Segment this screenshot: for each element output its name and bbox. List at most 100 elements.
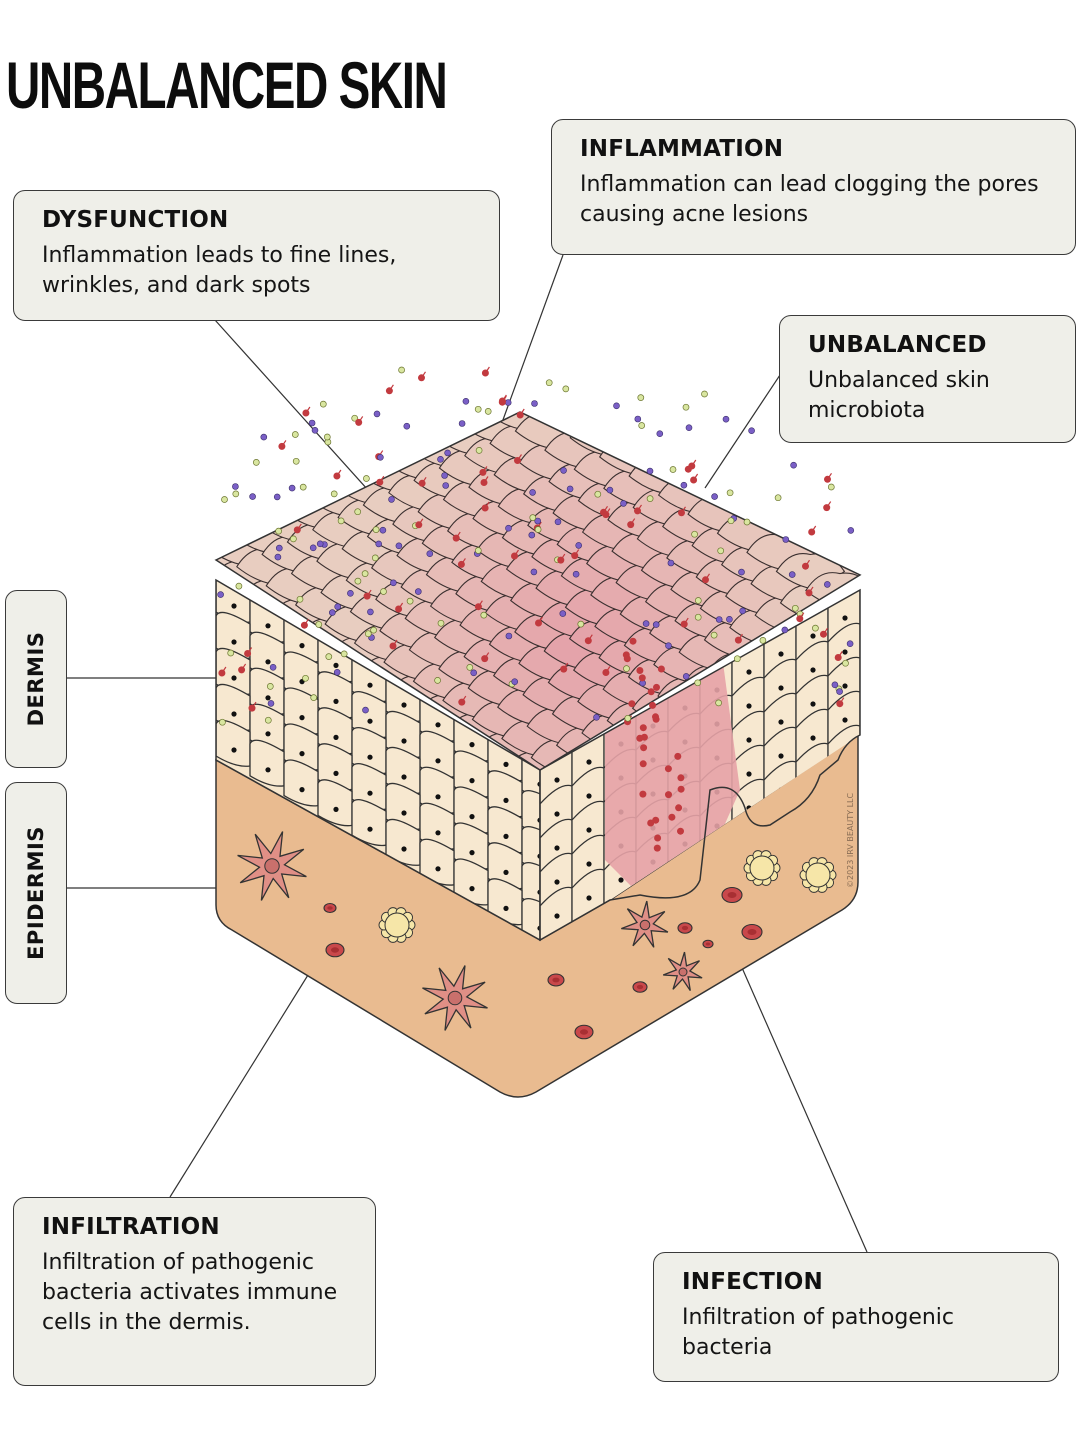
- cell-nucleus: [333, 699, 338, 704]
- cell-nucleus: [554, 845, 559, 850]
- callout-infiltration: INFILTRATION Infiltration of pathogenic …: [13, 1197, 376, 1386]
- purple-microbe: [668, 560, 674, 566]
- red-bacterium-body: [806, 589, 813, 596]
- cell-nucleus: [333, 663, 338, 668]
- red-bacterium-body: [482, 505, 489, 512]
- cell-nucleus: [265, 767, 270, 772]
- cell-nucleus: [231, 603, 236, 608]
- red-bacterium-body: [249, 705, 256, 712]
- purple-microbe: [666, 643, 672, 649]
- cell-nucleus: [231, 747, 236, 752]
- red-bacterium-body: [674, 753, 681, 760]
- purple-microbe: [389, 496, 395, 502]
- red-bacterium-body: [820, 631, 827, 638]
- callout-inflammation: INFLAMMATION Inflammation can lead clogg…: [551, 119, 1076, 255]
- red-bacterium-body: [649, 702, 656, 709]
- cell-nucleus: [746, 737, 751, 742]
- callout-text: Inflammation leads to fine lines, wrinkl…: [42, 241, 471, 301]
- callout-title: UNBALANCED: [808, 332, 1047, 358]
- yellow-microbe: [760, 637, 766, 643]
- red-bacterium-body: [639, 674, 646, 681]
- red-blood-cell-center: [327, 906, 332, 910]
- red-bacterium-body: [571, 552, 578, 559]
- red-bacterium-body: [654, 835, 661, 842]
- cell-nucleus: [503, 798, 508, 803]
- red-bacterium-body: [735, 637, 742, 644]
- cell-nucleus: [746, 703, 751, 708]
- purple-microbe: [275, 554, 281, 560]
- cell-nucleus: [503, 870, 508, 875]
- yellow-microbe: [267, 683, 273, 689]
- callout-title: INFECTION: [682, 1269, 1030, 1295]
- purple-microbe: [712, 494, 718, 500]
- cell-nucleus: [842, 717, 847, 722]
- cell-nucleus: [554, 777, 559, 782]
- purple-microbe: [459, 421, 465, 427]
- red-bacterium-body: [624, 655, 631, 662]
- yellow-microbe: [728, 518, 734, 524]
- red-bacterium-body: [458, 699, 465, 706]
- yellow-microbe: [355, 509, 361, 515]
- purple-microbe: [653, 622, 659, 628]
- purple-microbe: [614, 403, 620, 409]
- yellow-microbe: [373, 527, 379, 533]
- red-bacterium-body: [418, 374, 425, 381]
- yellow-microbe: [228, 650, 234, 656]
- yellow-microbe: [371, 627, 377, 633]
- red-bacterium-body: [640, 724, 647, 731]
- red-bacterium-body: [640, 760, 647, 767]
- red-bacterium-body: [628, 700, 635, 707]
- purple-microbe: [335, 604, 341, 610]
- red-bacterium-body: [514, 457, 521, 464]
- purple-microbe: [268, 700, 274, 706]
- red-bacterium-body: [390, 643, 397, 650]
- red-bacterium-body: [535, 620, 542, 627]
- yellow-microbe: [253, 459, 259, 465]
- yellow-microbe: [718, 548, 724, 554]
- layer-label-text: DERMIS: [24, 632, 48, 727]
- purple-microbe: [740, 608, 746, 614]
- yellow-microbe: [647, 496, 653, 502]
- purple-microbe: [621, 500, 627, 506]
- red-bacterium-body: [511, 553, 518, 560]
- callout-text: Unbalanced skin microbiota: [808, 366, 1047, 426]
- yellow-microbe: [625, 715, 631, 721]
- purple-microbe: [363, 707, 369, 713]
- purple-microbe: [506, 525, 512, 531]
- yellow-microbe: [290, 536, 296, 542]
- red-blood-cell-center: [682, 926, 688, 930]
- red-blood-cell-center: [728, 892, 737, 898]
- yellow-microbe: [222, 497, 228, 503]
- yellow-microbe: [219, 719, 225, 725]
- cell-nucleus: [469, 850, 474, 855]
- pollen-cell: [806, 863, 830, 887]
- cell-nucleus: [367, 827, 372, 832]
- yellow-microbe: [578, 621, 584, 627]
- red-bacterium-body: [482, 370, 489, 377]
- red-bacterium-body: [636, 735, 643, 742]
- purple-microbe: [573, 571, 579, 577]
- yellow-microbe: [331, 491, 337, 497]
- leader-line-unbalanced: [705, 375, 780, 488]
- cell-nucleus: [469, 886, 474, 891]
- callout-title: INFILTRATION: [42, 1214, 347, 1240]
- dendritic-cell-nucleus: [640, 920, 650, 930]
- purple-microbe: [782, 627, 788, 633]
- purple-microbe: [635, 416, 641, 422]
- purple-microbe: [681, 482, 687, 488]
- cell-nucleus: [299, 643, 304, 648]
- red-bacterium-body: [808, 529, 815, 536]
- dendritic-cell-nucleus: [679, 968, 687, 976]
- yellow-microbe: [695, 598, 701, 604]
- layer-label-dermis: DERMIS: [5, 590, 67, 768]
- yellow-microbe: [355, 578, 361, 584]
- purple-microbe: [576, 542, 582, 548]
- red-bacterium-body: [278, 443, 285, 450]
- yellow-microbe: [475, 406, 481, 412]
- cell-nucleus: [367, 791, 372, 796]
- callout-unbalanced: UNBALANCED Unbalanced skin microbiota: [779, 315, 1076, 443]
- purple-microbe: [404, 423, 410, 429]
- red-bacterium-body: [690, 477, 697, 484]
- purple-microbe: [837, 689, 843, 695]
- yellow-microbe: [744, 519, 750, 525]
